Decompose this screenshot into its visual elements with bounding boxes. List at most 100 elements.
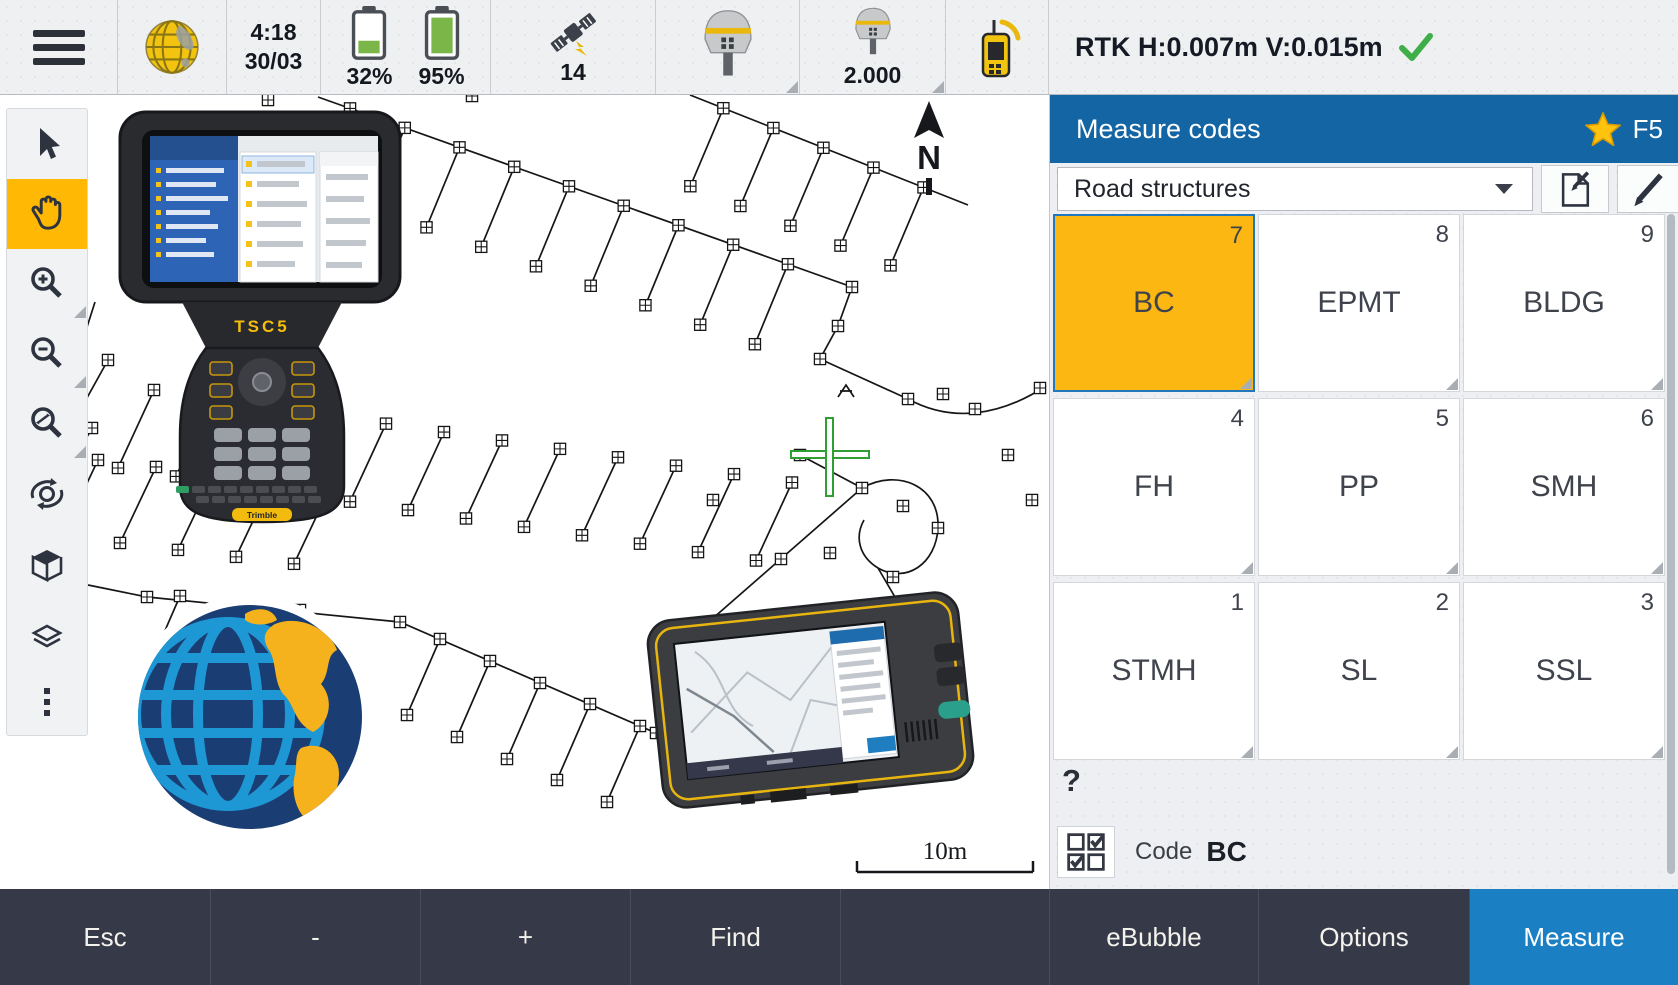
softkey-label: eBubble: [1106, 921, 1202, 952]
code-label: PP: [1338, 470, 1380, 503]
edit-code-button[interactable]: [1617, 165, 1678, 213]
cell-fold: [1651, 562, 1663, 574]
code-group-select[interactable]: Road structures: [1057, 167, 1533, 211]
map-tool-palette: [6, 108, 88, 736]
code-label: STMH: [1111, 654, 1197, 687]
edit-codes-list-button[interactable]: [1541, 165, 1609, 213]
rtk-status-text: RTK H:0.007m V:0.015m: [1075, 31, 1383, 62]
more-tools[interactable]: [7, 669, 87, 735]
tool-options-fold: [74, 446, 86, 458]
antenna-height-value: 2.000: [843, 62, 902, 89]
softkey-minus[interactable]: -: [210, 889, 420, 985]
globe-icon: [145, 20, 199, 74]
ellipsis-icon: [44, 688, 50, 716]
map-scale-bar: 10m: [854, 838, 1036, 880]
tablet-image: [646, 591, 975, 809]
project-globe-button[interactable]: [118, 0, 227, 94]
status-bar: 4:18 30/03 32% 95%: [0, 0, 1678, 95]
select-tool[interactable]: [7, 109, 87, 179]
code-key-number: 4: [1230, 405, 1244, 432]
date-value: 30/03: [244, 48, 303, 74]
softkey-plus[interactable]: +: [420, 889, 630, 985]
softkey-ebubble[interactable]: eBubble: [1049, 889, 1258, 985]
softkey-esc[interactable]: Esc: [0, 889, 210, 985]
code-field-label: Code: [1135, 838, 1193, 865]
code-label: SL: [1340, 654, 1378, 687]
favorite-star-icon[interactable]: [1584, 112, 1621, 146]
receiver-button[interactable]: [656, 0, 800, 94]
hand-icon: [31, 195, 62, 230]
radio-link-button[interactable]: [946, 0, 1049, 94]
softkey-measure[interactable]: Measure: [1469, 889, 1678, 985]
battery-status-button[interactable]: 32% 95%: [321, 0, 491, 94]
antenna-height-button[interactable]: 2.000: [800, 0, 946, 94]
code-hint: ?: [1062, 763, 1081, 798]
panel-header: Measure codes F5: [1050, 95, 1678, 163]
code-key-number: 7: [1229, 222, 1243, 249]
pan-tool[interactable]: [7, 179, 87, 249]
code-label: BLDG: [1523, 286, 1605, 319]
code-label: SMH: [1530, 470, 1598, 503]
zoom-extents-tool[interactable]: [7, 389, 87, 459]
softkey-label: -: [311, 921, 320, 952]
orbit-tool[interactable]: [7, 459, 87, 529]
view-3d-tool[interactable]: [7, 529, 87, 599]
map-view[interactable]: TSC5 Trimble: [0, 95, 1049, 889]
code-group-value: Road structures: [1074, 174, 1251, 203]
code-key-number: 1: [1230, 589, 1244, 616]
code-key-number: 2: [1435, 589, 1449, 616]
zoom-extents-icon: [31, 407, 62, 438]
north-arrow: N: [914, 101, 944, 195]
zoom-out-icon: [31, 337, 62, 368]
zoom-in-tool[interactable]: [7, 249, 87, 319]
code-key-number: 5: [1435, 405, 1449, 432]
rtk-status-area[interactable]: RTK H:0.007m V:0.015m: [1049, 0, 1678, 94]
code-label: BC: [1133, 286, 1175, 319]
panel-scrollbar[interactable]: [1667, 214, 1675, 874]
softkey-label: +: [517, 921, 534, 952]
rtk-ok-check-icon: [1398, 33, 1433, 61]
receiver-options-fold: [786, 81, 798, 93]
softkey-empty: [840, 889, 1049, 985]
panel-title: Measure codes: [1076, 113, 1261, 144]
tool-options-fold: [74, 306, 86, 318]
multicode-toggle-button[interactable]: [1057, 826, 1115, 878]
controller-battery-icon: [352, 5, 387, 60]
code-key-number: 3: [1640, 589, 1654, 616]
cube-icon: [31, 550, 63, 583]
layers-icon: [31, 624, 63, 648]
current-code-row: Code BC: [1057, 826, 1247, 878]
layers-tool[interactable]: [7, 599, 87, 669]
tsc5-controller-image: TSC5 Trimble: [118, 110, 402, 524]
time-value: 4:18: [250, 19, 297, 46]
tsc5-screen-menu-rows: [156, 168, 228, 257]
cell-fold: [1446, 378, 1458, 390]
softkey-find[interactable]: Find: [630, 889, 840, 985]
hamburger-icon: [32, 30, 85, 65]
multicode-checkboxes-icon: [1067, 833, 1105, 871]
menu-button[interactable]: [0, 0, 118, 94]
code-key-number: 6: [1640, 405, 1654, 432]
cell-fold: [1241, 562, 1253, 574]
softkey-options[interactable]: Options: [1258, 889, 1469, 985]
code-label: FH: [1134, 470, 1174, 503]
antenna-options-fold: [932, 81, 944, 93]
code-label: SSL: [1535, 654, 1593, 687]
tsc5-model-label: TSC5: [234, 317, 289, 336]
cell-fold: [1651, 378, 1663, 390]
zoom-out-tool[interactable]: [7, 319, 87, 389]
cell-fold: [1241, 746, 1253, 758]
scale-label: 10m: [922, 838, 968, 865]
clock-button[interactable]: 4:18 30/03: [227, 0, 321, 94]
satellites-button[interactable]: 14: [491, 0, 656, 94]
